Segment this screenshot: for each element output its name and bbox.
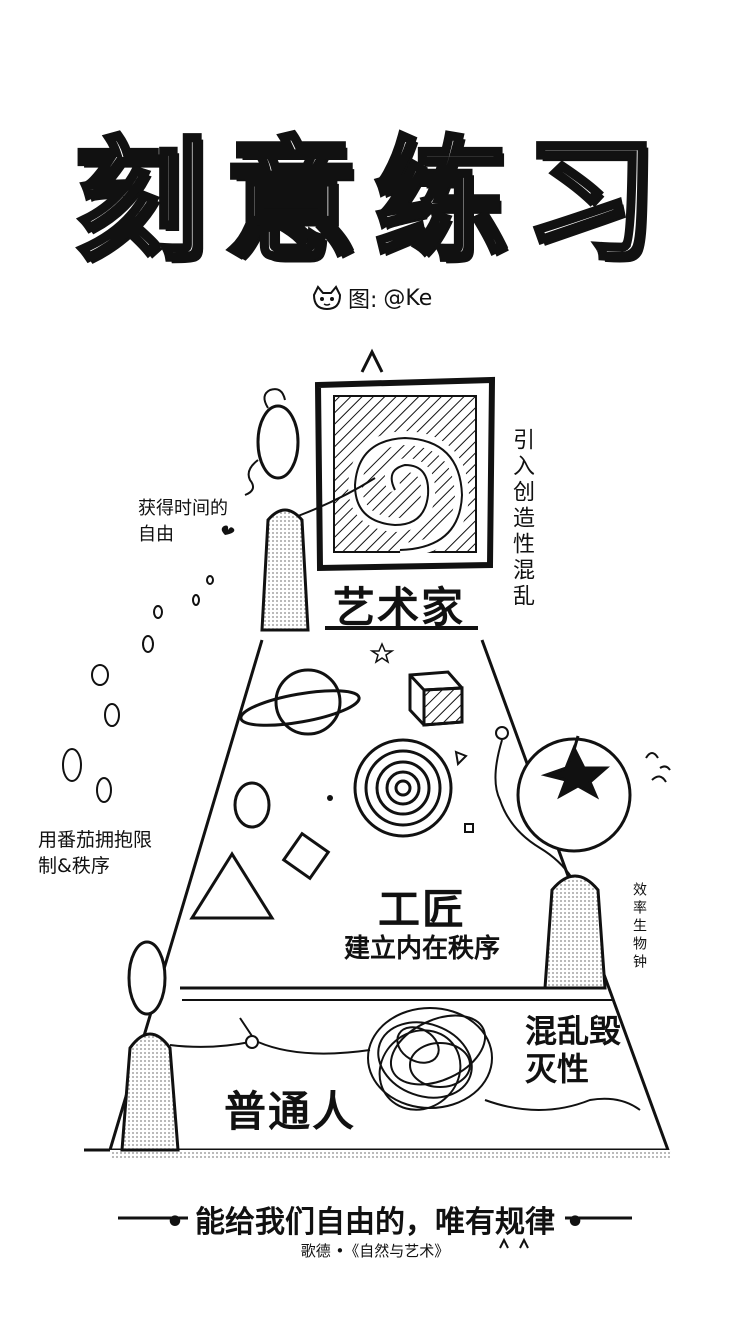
ordinary-right-note: 混乱毁灭性	[525, 1012, 622, 1088]
tomato-icon	[516, 735, 671, 853]
quote-source: 歌德 •《自然与艺术》	[300, 1242, 450, 1260]
ordinary-person-figure	[120, 940, 259, 1152]
craftsman-right-note: 效率生物钟	[631, 882, 647, 972]
spiral-canvas-icon	[314, 376, 496, 572]
heart-icon	[221, 525, 235, 535]
credit-handle: @Ke	[383, 285, 433, 311]
star-icon	[369, 642, 395, 664]
diamond-shape	[281, 831, 331, 881]
triangle-icon	[189, 851, 275, 920]
artist-gain-note: 获得时间的自由	[138, 498, 228, 545]
footprints-icon	[62, 575, 214, 803]
cube-icon	[408, 670, 464, 727]
craftsman-sub-label: 建立内在秩序	[344, 934, 501, 964]
oval-shape	[233, 781, 271, 829]
tier-ordinary-label: 普通人	[224, 1087, 357, 1136]
credit-prefix: 图:	[348, 288, 378, 313]
tier-artist-label: 艺术家	[333, 583, 466, 632]
target-rings-icon	[353, 738, 453, 838]
author-credit: 图: @Ke	[312, 282, 432, 314]
artist-figure	[244, 388, 376, 632]
craftsman-string	[494, 739, 573, 879]
cat-face-icon	[312, 285, 342, 311]
yarn-tangle-icon	[257, 1007, 641, 1111]
page-title: 刻意练习	[73, 123, 675, 282]
artist-side-note: 引入创造性混乱	[509, 428, 534, 610]
quote-text: • 能给我们自由的，唯有规律 •	[165, 1205, 585, 1240]
planet-icon	[239, 668, 361, 736]
craftsman-figure	[543, 874, 607, 990]
up-arrow-icon	[360, 348, 384, 373]
craftsman-left-note: 用番茄拥抱限制&秩序	[38, 829, 153, 877]
tier-craftsman-label: 工匠	[378, 885, 467, 934]
